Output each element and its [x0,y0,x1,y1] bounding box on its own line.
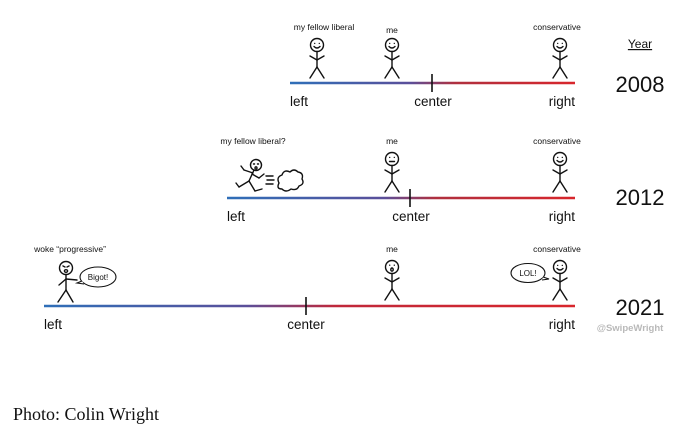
me-figure-icon [384,259,400,301]
label-me-2008: me [386,25,398,35]
axis-left-2021: left [44,317,62,332]
lol-speech-bubble: LOL! [510,262,550,284]
conservative-figure-icon [552,151,568,193]
axis-right-2021: right [549,317,576,332]
bigot-speech-bubble: Bigot! [74,266,117,288]
conservative-figure-icon [552,37,568,79]
running-liberal-figure-icon [235,158,275,192]
label-me-2021: me [386,244,398,254]
me-figure-icon [384,37,400,79]
axis-center-2012: center [392,209,430,224]
label-liberal-2021: woke “progressive” [33,244,106,254]
row-2012: my fellow liberal? me conser [220,136,664,224]
label-conservative-2021: conservative [533,244,581,254]
axis-left-2012: left [227,209,245,224]
year-2021: 2021 [616,295,665,320]
bubble-text-bigot: Bigot! [88,273,108,282]
photo-caption: Photo: Colin Wright [13,404,159,424]
axis-center-2008: center [414,94,452,109]
axis-center-2021: center [287,317,325,332]
label-conservative-2012: conservative [533,136,581,146]
year-2012: 2012 [616,185,665,210]
label-me-2012: me [386,136,398,146]
row-2021: woke “progressive” Bigot! me conservativ… [33,244,664,334]
label-liberal-2012: my fellow liberal? [220,136,285,146]
progressive-figure-icon [57,260,78,303]
year-header: Year [628,37,652,51]
axis-right-2008: right [549,94,576,109]
label-liberal-2008: my fellow liberal [294,22,355,32]
axis-right-2012: right [549,209,576,224]
bubble-text-lol: LOL! [519,269,536,278]
label-conservative-2008: conservative [533,22,581,32]
axis-left-2008: left [290,94,308,109]
conservative-figure-icon [552,259,568,301]
year-2008: 2008 [616,72,665,97]
dust-cloud-icon [277,169,304,192]
row-2008: my fellow liberal me conservative left c… [290,22,664,109]
credit-handle: @SwipeWright [597,323,664,334]
liberal-figure-icon [309,37,325,79]
me-figure-icon [384,151,400,193]
